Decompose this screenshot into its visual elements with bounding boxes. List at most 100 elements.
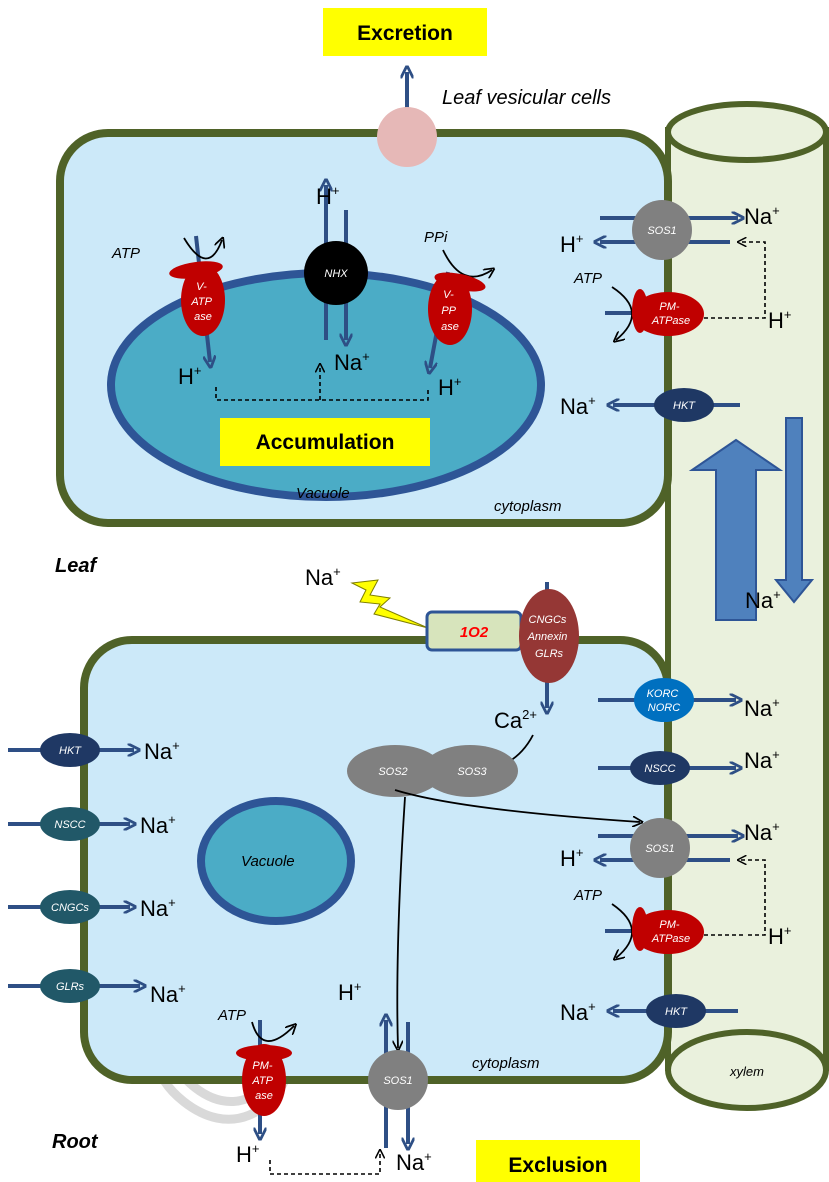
exclusion-label: Exclusion	[508, 1154, 607, 1177]
salt-stress-lightning-icon	[350, 579, 429, 629]
leaf-section-label: Leaf	[55, 555, 98, 577]
root-nscc-group: NSCC Na+	[8, 807, 176, 841]
sos2-to-root-sos1-signal	[397, 796, 406, 1048]
root-pm-atpase-atp-arrow	[611, 903, 633, 958]
accumulation-label: Accumulation	[256, 431, 395, 454]
calcium-label: Ca2+	[494, 707, 537, 733]
root-pm-atpase-proton-label: H+	[768, 923, 791, 949]
root-glrs-label: GLRs	[56, 981, 85, 993]
leaf-vacuole-sodium-label: Na+	[334, 349, 370, 375]
xylem-label: xylem	[729, 1064, 764, 1079]
bottom-sos1-sodium-label: Na+	[396, 1149, 432, 1175]
leaf-proton-label-1: H+	[178, 363, 201, 389]
root-section-label: Root	[52, 1131, 99, 1153]
root-sos1-sodium-label: Na+	[744, 819, 780, 845]
root-sos1-label: SOS1	[645, 843, 674, 855]
root-glrs-channel	[40, 969, 100, 1003]
bottom-proton-dashed-cycle	[269, 1152, 380, 1175]
bottom-pm-atpase-cap	[236, 1045, 292, 1061]
v-atpase-pump	[181, 264, 225, 336]
ppi-label: PPi	[424, 229, 448, 246]
right-hkt-channel	[646, 994, 706, 1028]
root-proton-return-dashed	[740, 860, 766, 936]
leaf-atp-label-2: ATP	[573, 270, 602, 287]
excretion-label: Excretion	[357, 22, 453, 45]
bottom-proton-label: H+	[236, 1141, 259, 1167]
leaf-pm-atpase-cap	[632, 289, 648, 333]
calcium-channel-complex	[519, 589, 579, 683]
root-pm-atpase-label: PM- ATPase	[651, 919, 690, 945]
root-cytoplasm-label: cytoplasm	[472, 1055, 540, 1072]
bottom-sos1-antiporter	[368, 1050, 428, 1110]
xylem-upward-arrow	[688, 438, 784, 621]
leaf-vesicular-cells-label: Leaf vesicular cells	[442, 87, 611, 109]
root-pm-atpase-pump	[632, 910, 704, 954]
exclusion-box	[476, 1140, 640, 1182]
root-cngcs-sodium-label: Na+	[140, 895, 176, 921]
right-nscc-sodium-label: Na+	[744, 747, 780, 773]
leaf-pm-atpase-proton-label: H+	[768, 307, 791, 333]
root-vacuole-label: Vacuole	[241, 853, 295, 870]
root-vacuole	[197, 797, 355, 925]
sos2-kinase	[347, 745, 443, 797]
root-hkt-channel	[40, 733, 100, 767]
korc-norc-label: KORC NORC	[647, 688, 682, 714]
sos2-label: SOS2	[378, 766, 407, 778]
v-ppase-label: V- PP ase	[441, 289, 459, 333]
nhx-proton-label: H+	[316, 183, 339, 209]
root-glrs-sodium-label: Na+	[150, 981, 186, 1007]
v-ppase-cap	[434, 272, 486, 292]
root-atp-label-2: ATP	[217, 1007, 246, 1024]
excretion-box	[323, 8, 487, 56]
root-atp-label-1: ATP	[573, 887, 602, 904]
bottom-pm-atpase-pump	[242, 1044, 286, 1116]
root-pm-atpase-cap	[632, 907, 648, 951]
vacuole-proton-dashed	[215, 387, 429, 401]
sos2-to-sos1-signal	[394, 789, 640, 822]
nhx-label: NHX	[324, 268, 348, 280]
root-nscc-sodium-label: Na+	[140, 812, 176, 838]
leaf-pm-atpase-label: PM- ATPase	[651, 301, 690, 327]
bottom-sos1-label: SOS1	[383, 1075, 412, 1087]
leaf-vacuole-label: Vacuole	[296, 485, 350, 502]
calcium-channel-label: CNGCs Annexin GLRs	[527, 614, 571, 660]
korc-norc-sodium-label: Na+	[744, 695, 780, 721]
leaf-sos1-label: SOS1	[647, 225, 676, 237]
leaf-sos1-antiporter	[632, 200, 692, 260]
right-hkt-label: HKT	[665, 1006, 688, 1018]
root-sos1-antiporter	[630, 818, 690, 878]
leaf-cytoplasm-label: cytoplasm	[494, 498, 562, 515]
v-ppase-pump	[428, 273, 472, 345]
sos3-kinase-partner	[422, 745, 518, 797]
leaf-sos1-proton-label: H+	[560, 231, 583, 257]
v-atpase-label: V- ATP ase	[190, 281, 214, 323]
root-hkt-sodium-label: Na+	[144, 738, 180, 764]
right-nscc-channel	[630, 751, 690, 785]
korc-norc-channel	[634, 678, 694, 722]
root-hkt-label: HKT	[59, 745, 82, 757]
sos3-label: SOS3	[457, 766, 487, 778]
root-nscc-label: NSCC	[54, 819, 85, 831]
leaf-proton-return-dashed	[740, 242, 766, 319]
singlet-oxygen-label: 1O2	[460, 624, 489, 641]
bottom-pm-atpase-label: PM- ATP ase	[251, 1060, 275, 1102]
root-cngcs-channel	[40, 890, 100, 924]
root-nscc-channel	[40, 807, 100, 841]
vesicle-circle	[377, 107, 437, 167]
leaf-sos1-sodium-label: Na+	[744, 203, 780, 229]
xylem-sodium-label: Na+	[745, 587, 781, 613]
accumulation-box	[220, 418, 430, 466]
root-hkt-group: HKT Na+	[8, 733, 180, 767]
leaf-proton-label-2: H+	[438, 374, 461, 400]
root-cngcs-label: CNGCs	[51, 902, 89, 914]
bottom-pm-atpase-atp-arrow	[251, 1021, 294, 1042]
root-glrs-group: GLRs Na+	[8, 969, 186, 1007]
leaf-atp-label-1: ATP	[111, 245, 140, 262]
nhx-antiporter	[304, 241, 368, 305]
leaf-pm-atpase-pump	[632, 292, 704, 336]
root-sos1-proton-label: H+	[560, 845, 583, 871]
right-nscc-label: NSCC	[644, 763, 675, 775]
leaf-hkt-channel	[654, 388, 714, 422]
xylem-downward-arrow	[773, 417, 815, 604]
